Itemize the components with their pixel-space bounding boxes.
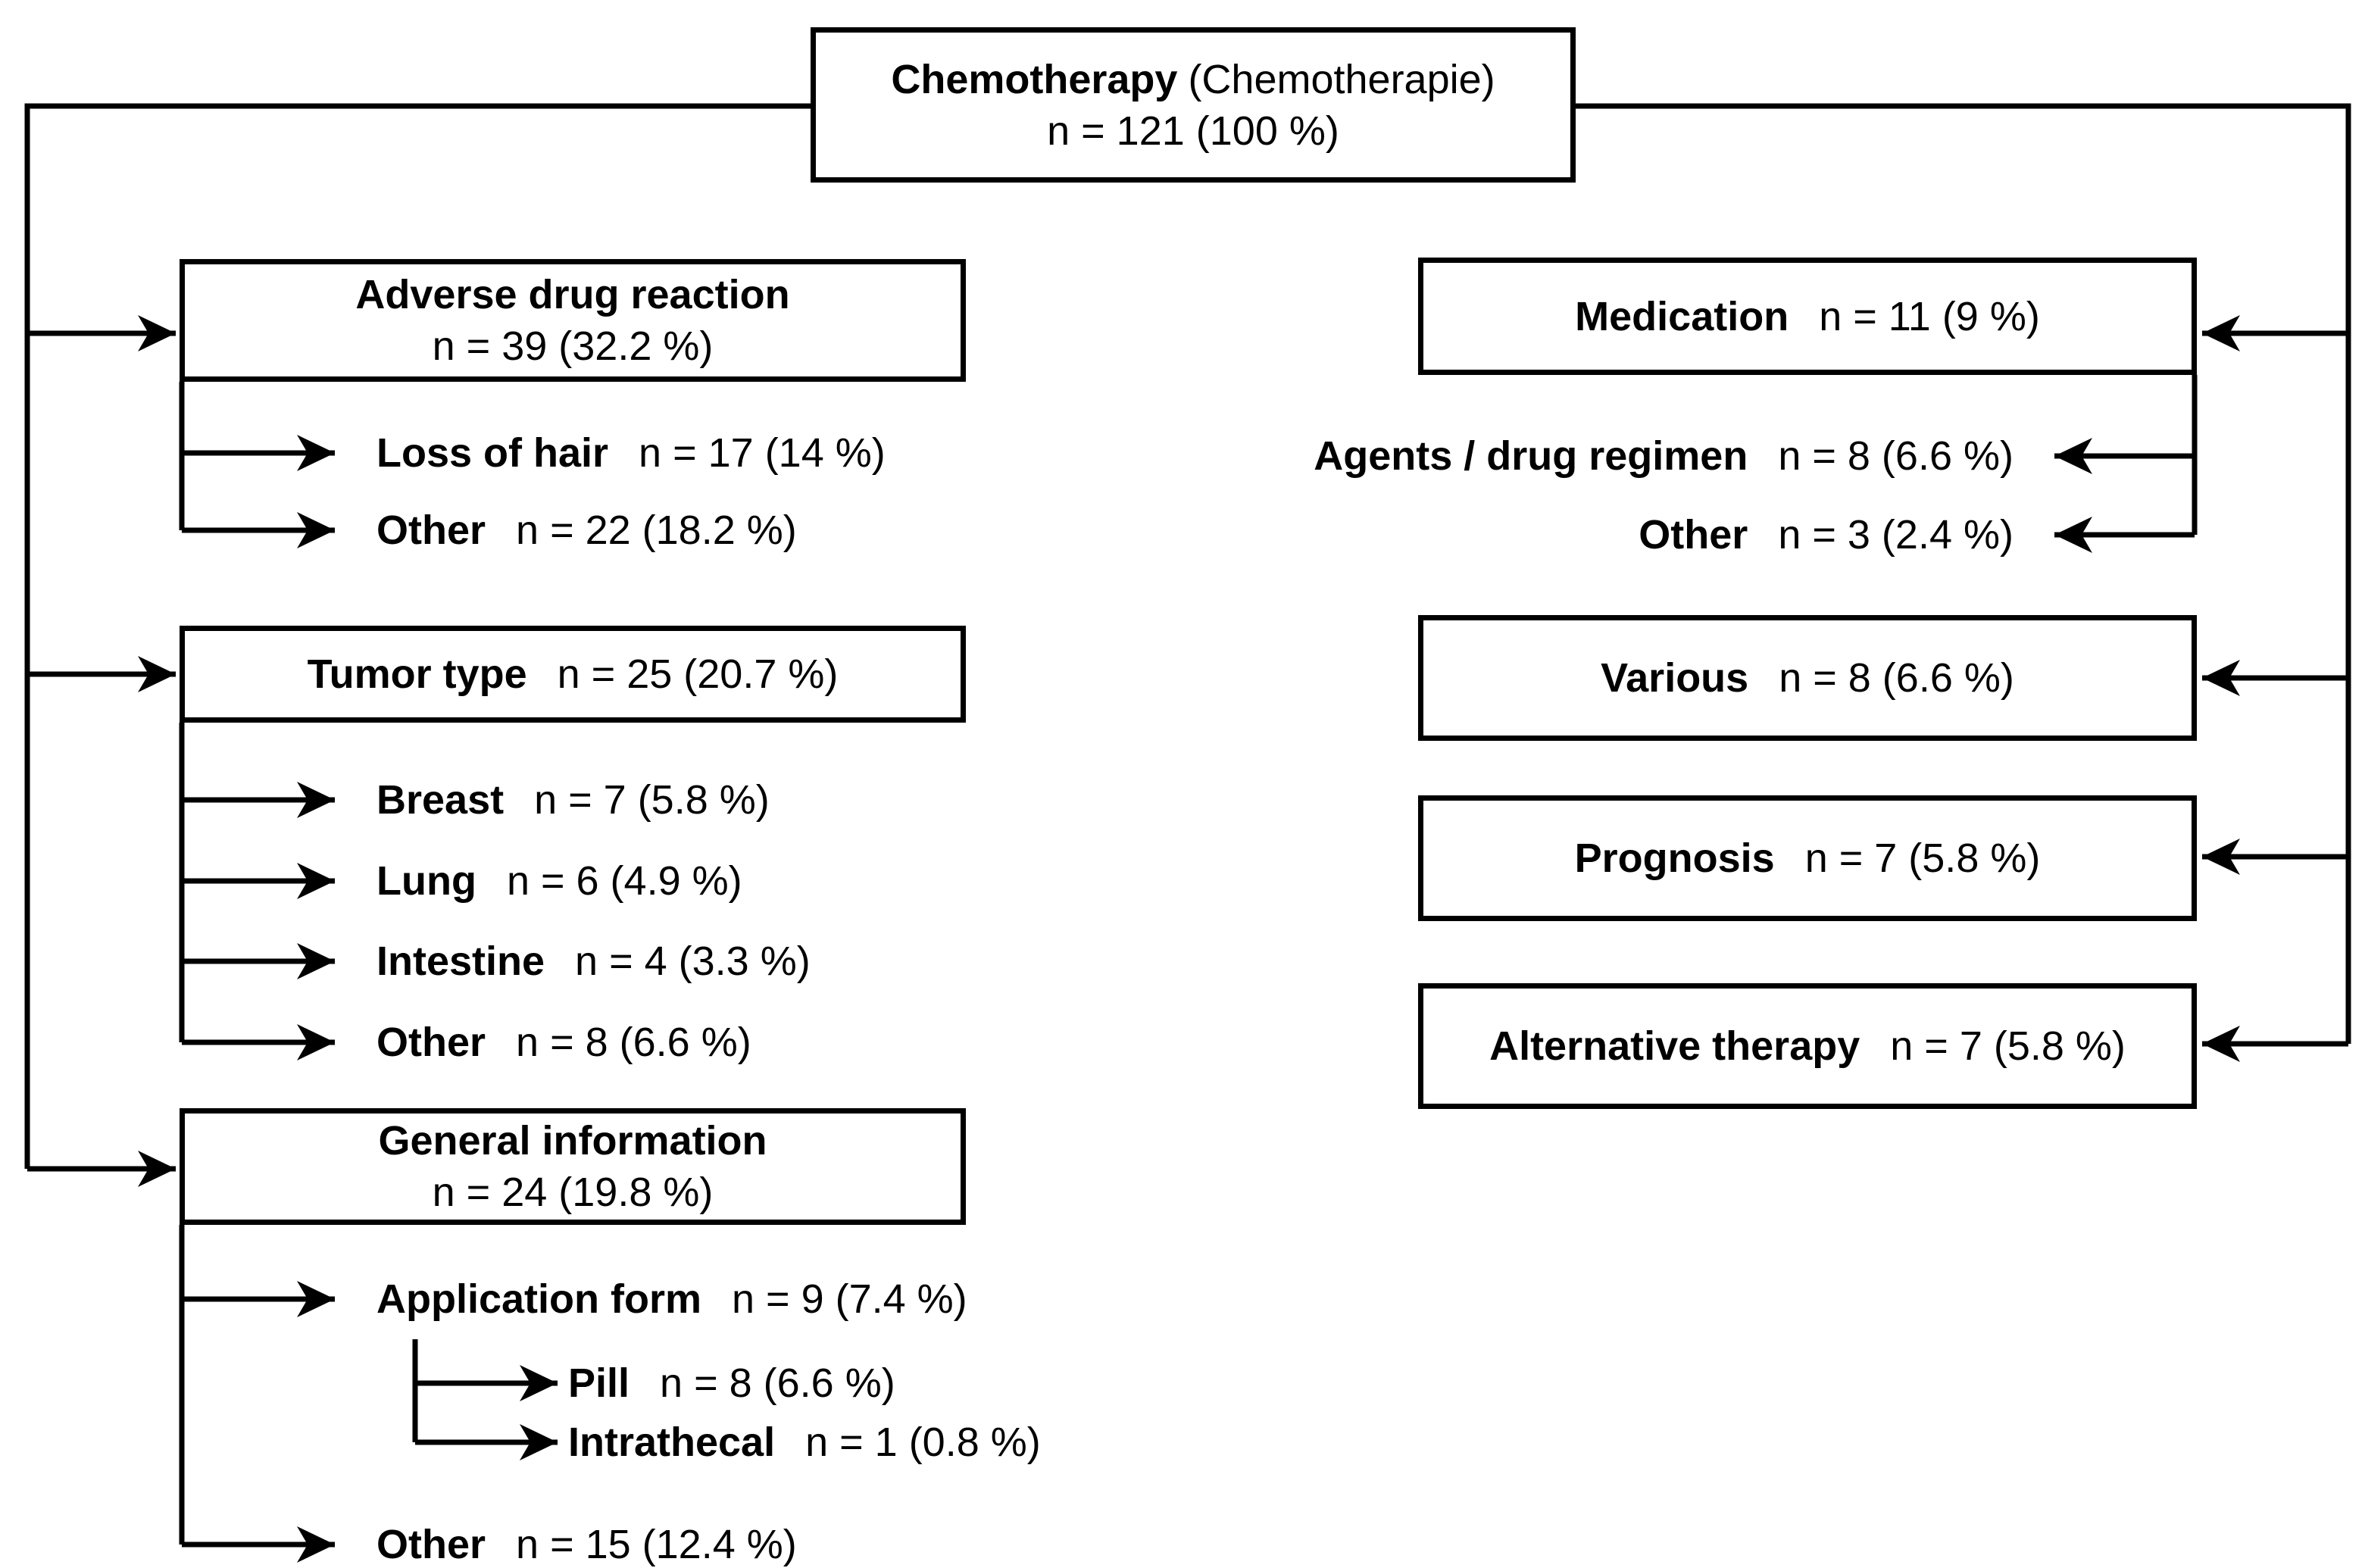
breast-value: n = 7 (5.8 %): [534, 777, 770, 823]
leaf-pill: Pill n = 8 (6.6 %): [568, 1360, 895, 1406]
box-alternative-therapy: Alternative therapy n = 7 (5.8 %): [1418, 983, 2197, 1109]
lung-value: n = 6 (4.9 %): [506, 858, 742, 904]
pill-value: n = 8 (6.6 %): [660, 1360, 895, 1406]
prognosis-line: Prognosis n = 7 (5.8 %): [1575, 832, 2041, 884]
adverse-drug-reaction-value: n = 39 (32.2 %): [432, 323, 714, 369]
general-information-value: n = 24 (19.8 %): [432, 1170, 714, 1215]
general-information-label: General information: [378, 1118, 767, 1164]
tumor-type-label: Tumor type: [307, 651, 527, 697]
intrathecal-value: n = 1 (0.8 %): [805, 1420, 1041, 1465]
alternative-therapy-label: Alternative therapy: [1489, 1023, 1860, 1069]
various-label: Various: [1601, 655, 1749, 701]
box-chemotherapy: Chemotherapy(Chemotherapie) n = 121 (100…: [811, 27, 1576, 183]
right-trunk-line: [1576, 103, 2351, 1044]
adr-other-value: n = 22 (18.2 %): [516, 508, 797, 553]
medication-other-value: n = 3 (2.4 %): [1778, 512, 2014, 558]
medication-label: Medication: [1575, 293, 1789, 339]
box-medication: Medication n = 11 (9 %): [1418, 258, 2197, 375]
lung-label: Lung: [376, 858, 476, 904]
adverse-drug-reaction-label: Adverse drug reaction: [355, 272, 790, 317]
leaf-breast: Breast n = 7 (5.8 %): [376, 777, 770, 823]
box-adverse-drug-reaction: Adverse drug reaction n = 39 (32.2 %): [180, 259, 966, 382]
breast-label: Breast: [376, 777, 505, 823]
agents-drug-regimen-label: Agents / drug regimen: [1314, 433, 1748, 479]
leaf-intrathecal: Intrathecal n = 1 (0.8 %): [568, 1420, 1041, 1465]
tumor-type-line: Tumor type n = 25 (20.7 %): [308, 648, 839, 700]
prognosis-label: Prognosis: [1574, 836, 1775, 881]
medication-line: Medication n = 11 (9 %): [1575, 291, 2040, 342]
leaf-adr-other: Other n = 22 (18.2 %): [376, 508, 797, 553]
alternative-therapy-line: Alternative therapy n = 7 (5.8 %): [1489, 1020, 2126, 1072]
box-various: Various n = 8 (6.6 %): [1418, 615, 2197, 741]
box-tumor-type: Tumor type n = 25 (20.7 %): [180, 626, 966, 723]
intrathecal-label: Intrathecal: [568, 1420, 776, 1465]
left-trunk-line: [24, 103, 811, 1169]
leaf-general-other: Other n = 15 (12.4 %): [376, 1522, 797, 1567]
intestine-label: Intestine: [376, 939, 545, 984]
tumor-other-value: n = 8 (6.6 %): [516, 1020, 751, 1065]
leaf-application-form: Application form n = 9 (7.4 %): [376, 1276, 967, 1322]
tumor-type-value: n = 25 (20.7 %): [557, 651, 839, 697]
leaf-medication-other: Other n = 3 (2.4 %): [1639, 512, 2014, 558]
leaf-tumor-other: Other n = 8 (6.6 %): [376, 1020, 751, 1065]
loss-of-hair-label: Loss of hair: [376, 430, 609, 476]
various-value: n = 8 (6.6 %): [1779, 655, 2014, 701]
various-line: Various n = 8 (6.6 %): [1601, 652, 2014, 704]
general-other-label: Other: [376, 1522, 486, 1567]
agents-drug-regimen-value: n = 8 (6.6 %): [1778, 433, 2014, 479]
leaf-lung: Lung n = 6 (4.9 %): [376, 858, 742, 904]
medication-value: n = 11 (9 %): [1819, 293, 2040, 339]
box-prognosis: Prognosis n = 7 (5.8 %): [1418, 795, 2197, 921]
medication-other-label: Other: [1639, 512, 1748, 558]
adr-other-label: Other: [376, 508, 486, 553]
leaf-agents-drug-regimen: Agents / drug regimen n = 8 (6.6 %): [1314, 433, 2014, 479]
general-other-value: n = 15 (12.4 %): [516, 1522, 797, 1567]
leaf-intestine: Intestine n = 4 (3.3 %): [376, 939, 811, 984]
leaf-loss-of-hair: Loss of hair n = 17 (14 %): [376, 430, 886, 476]
chemotherapy-label-secondary: (Chemotherapie): [1188, 56, 1495, 102]
tumor-other-label: Other: [376, 1020, 486, 1065]
box-chemotherapy-title: Chemotherapy(Chemotherapie): [891, 54, 1495, 105]
chemotherapy-label: Chemotherapy: [891, 56, 1178, 102]
application-form-label: Application form: [376, 1276, 701, 1322]
application-form-value: n = 9 (7.4 %): [732, 1276, 967, 1322]
chemotherapy-value: n = 121 (100 %): [1047, 108, 1339, 154]
box-general-information: General information n = 24 (19.8 %): [180, 1108, 966, 1225]
prognosis-value: n = 7 (5.8 %): [1804, 836, 2041, 881]
alternative-therapy-value: n = 7 (5.8 %): [1890, 1023, 2126, 1069]
pill-label: Pill: [568, 1360, 630, 1406]
loss-of-hair-value: n = 17 (14 %): [639, 430, 886, 476]
intestine-value: n = 4 (3.3 %): [575, 939, 811, 984]
